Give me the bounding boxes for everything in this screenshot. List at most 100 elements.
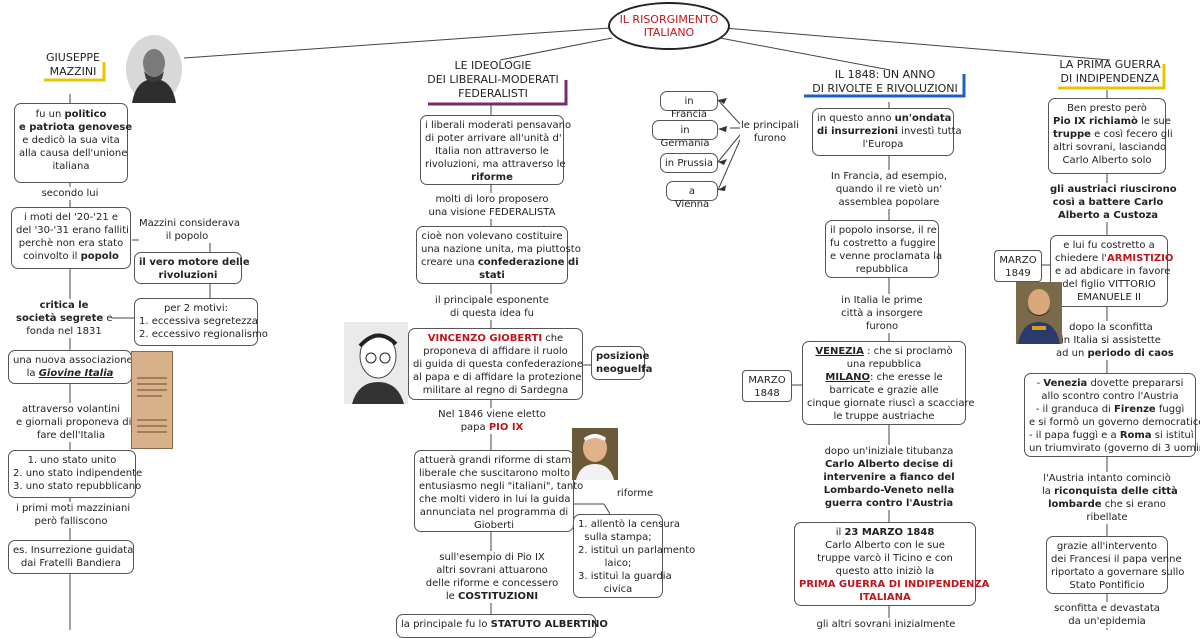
text-line: fu costretto a fuggire bbox=[830, 238, 936, 249]
text-line: laico; bbox=[604, 558, 632, 569]
heading-1848: IL 1848: UN ANNO DI RIVOLTE E RIVOLUZION… bbox=[800, 68, 970, 96]
text-line: 1. eccessiva segretezza bbox=[139, 316, 258, 327]
text-line: barricate e grazie alle bbox=[829, 385, 939, 396]
text-line: in Italia le prime bbox=[841, 295, 923, 306]
text-line: Italia non attraverso le bbox=[435, 146, 549, 157]
text-line: un triumvirato (governo di 3 uomini) bbox=[1029, 443, 1200, 454]
text-line: delle riforme e concessero bbox=[425, 578, 559, 589]
mazzini-stato-box: 1. uno stato unito 2. uno stato indipend… bbox=[8, 450, 142, 498]
root-line-1: IL RISORGIMENTO bbox=[619, 13, 719, 26]
text-line: Ben presto però bbox=[1067, 103, 1147, 114]
text-line: VINCENZO GIOBERTI che bbox=[413, 332, 578, 345]
text-line: Alberto a Custoza bbox=[1057, 210, 1159, 221]
text-line: riconquista delle città bbox=[1054, 486, 1178, 497]
text-line: 1848 bbox=[754, 388, 780, 399]
text-line: il principale esponente bbox=[435, 295, 549, 306]
text-line: coinvolto il popolo bbox=[16, 250, 126, 263]
text-line: la principale fu lo STATUTO ALBERTINO bbox=[401, 618, 608, 631]
text-line: proponeva di affidare il ruolo bbox=[423, 346, 568, 357]
text-line: le truppe austriache bbox=[833, 411, 935, 422]
liberali-esempio: sull'esempio di Pio IX altri sovrani att… bbox=[420, 551, 564, 603]
text-line: e ad abdicare in favore bbox=[1055, 266, 1171, 277]
text-line: - il granduca di bbox=[1035, 404, 1115, 415]
text-line: molti di loro proposero bbox=[435, 194, 549, 205]
text-line: per 2 motivi: bbox=[164, 303, 228, 314]
text-line: DI RIVOLTE E RIVOLUZIONI bbox=[812, 82, 958, 95]
text-line: GIUSEPPE bbox=[46, 51, 100, 64]
anno1848-ondata-box: in questo anno un'ondata di insurrezioni… bbox=[812, 108, 962, 156]
text-line: altri sovrani, lasciando bbox=[1053, 142, 1167, 153]
text-line: l'Europa bbox=[862, 139, 904, 150]
text-line: MILANO bbox=[825, 372, 871, 383]
text-line: papa bbox=[460, 422, 489, 433]
text-line: In Francia, ad esempio, bbox=[830, 171, 948, 182]
text-line: di insurrezioni investì tutta bbox=[817, 125, 962, 138]
guerra-custoza: gli austriaci riuscirono così a battere … bbox=[1050, 183, 1177, 222]
text-line: la riconquista delle città bbox=[1042, 485, 1178, 498]
neoguelfa-box: posizione neoguelfa bbox=[591, 346, 653, 380]
text-line: EMANUELE II bbox=[1077, 292, 1141, 303]
text-line: del '30-'31 erano falliti bbox=[16, 225, 129, 236]
anno1848-venezia-box: VENEZIA : che si proclamò una repubblica… bbox=[802, 341, 975, 425]
text-line: le principali bbox=[741, 120, 799, 131]
vittorio-emanuele-portrait bbox=[1016, 282, 1062, 344]
anno1848-marzo23-box: il 23 MARZO 1848 Carlo Alberto con le su… bbox=[794, 522, 989, 606]
text-line: dei Francesi il papa venne bbox=[1051, 554, 1182, 565]
text-line: neoguelfa bbox=[596, 364, 653, 375]
text-line: Carlo Alberto solo bbox=[1062, 155, 1152, 166]
text-line: furono bbox=[753, 133, 787, 144]
text-line: militare al regno di Sardegna bbox=[422, 385, 569, 396]
text-line: DEI LIBERALI-MODERATI bbox=[427, 73, 559, 86]
text-line: sconfitta e devastata bbox=[1054, 603, 1160, 614]
text-line: Gioberti bbox=[474, 520, 514, 531]
text-line: fuggì bbox=[1155, 404, 1185, 415]
text-line: dai Fratelli Bandiera bbox=[20, 558, 122, 569]
text-line: grazie all'intervento bbox=[1056, 541, 1158, 552]
text-line: il 23 MARZO 1848 bbox=[799, 526, 971, 539]
liberali-riforme-stampo-box: attuerà grandi riforme di stampo liberal… bbox=[414, 450, 584, 532]
text-line: società segrete bbox=[16, 313, 104, 324]
gioberti-portrait bbox=[344, 322, 408, 404]
text-line: rivoluzioni bbox=[158, 270, 218, 281]
text-line: i liberali moderati pensavano bbox=[425, 120, 572, 131]
text-line: la Giovine Italia bbox=[13, 367, 127, 380]
pio-ix-portrait bbox=[572, 428, 618, 480]
text-line: perchè non era stato bbox=[18, 238, 124, 249]
text-line: ad un periodo di caos bbox=[1056, 347, 1174, 360]
text-line: 2. istituì un parlamento bbox=[578, 545, 696, 556]
heading-liberali: LE IDEOLOGIE DEI LIBERALI-MODERATI FEDER… bbox=[418, 59, 568, 101]
text-line: chiedere l' bbox=[1055, 253, 1108, 264]
text-line: però falliscono bbox=[34, 516, 108, 527]
paese-germania: in Germania bbox=[652, 120, 718, 149]
text-line: ARMISTIZIO bbox=[1107, 253, 1174, 264]
text-line: il popolo insorse, il re bbox=[830, 225, 937, 236]
text-line: - il granduca di Firenze fuggì bbox=[1029, 403, 1191, 416]
text-line: le sue bbox=[1137, 116, 1171, 127]
text-line: di guida di questa confederazione bbox=[413, 359, 584, 370]
text-line: il bbox=[835, 527, 845, 538]
text-line: politico bbox=[64, 109, 107, 120]
text-line: creare una confederazione di bbox=[421, 256, 579, 269]
text-line: Carlo Alberto con le sue bbox=[825, 540, 945, 551]
mazzini-volantini: attraverso volantini e giornali proponev… bbox=[16, 403, 131, 442]
text-line: 2. eccessivo regionalismo bbox=[139, 329, 268, 340]
text-line: 1849 bbox=[1005, 268, 1031, 279]
text-line: papa PIO IX bbox=[420, 421, 564, 434]
text-line: Lombardo-Veneto nella bbox=[823, 485, 955, 496]
text-line: una nuova associazione: bbox=[13, 355, 137, 366]
text-line: MARZO bbox=[748, 375, 786, 386]
text-line: e dedicò la sua vita bbox=[22, 135, 120, 146]
text-line: Nel 1846 viene eletto bbox=[438, 409, 546, 420]
text-line: 1. uno stato unito bbox=[27, 455, 117, 466]
text-line: truppe bbox=[1053, 129, 1091, 140]
text-line: fu un politico bbox=[19, 108, 123, 121]
text-line: : che si proclamò bbox=[863, 346, 953, 357]
text-line: FEDERALISTA bbox=[488, 207, 556, 218]
text-line: una repubblica bbox=[846, 359, 922, 370]
text-line: furono bbox=[865, 321, 899, 332]
text-line: attuerà grandi riforme di stampo bbox=[419, 455, 584, 466]
guerra-richiamo-box: Ben presto però Pio IX richiamò le sue t… bbox=[1048, 98, 1173, 174]
text-line: quando il re vietò un' bbox=[835, 184, 943, 195]
text-line: società segrete e bbox=[16, 312, 112, 325]
guerra-riconquista: l'Austria intanto cominciò la riconquist… bbox=[1042, 472, 1178, 524]
